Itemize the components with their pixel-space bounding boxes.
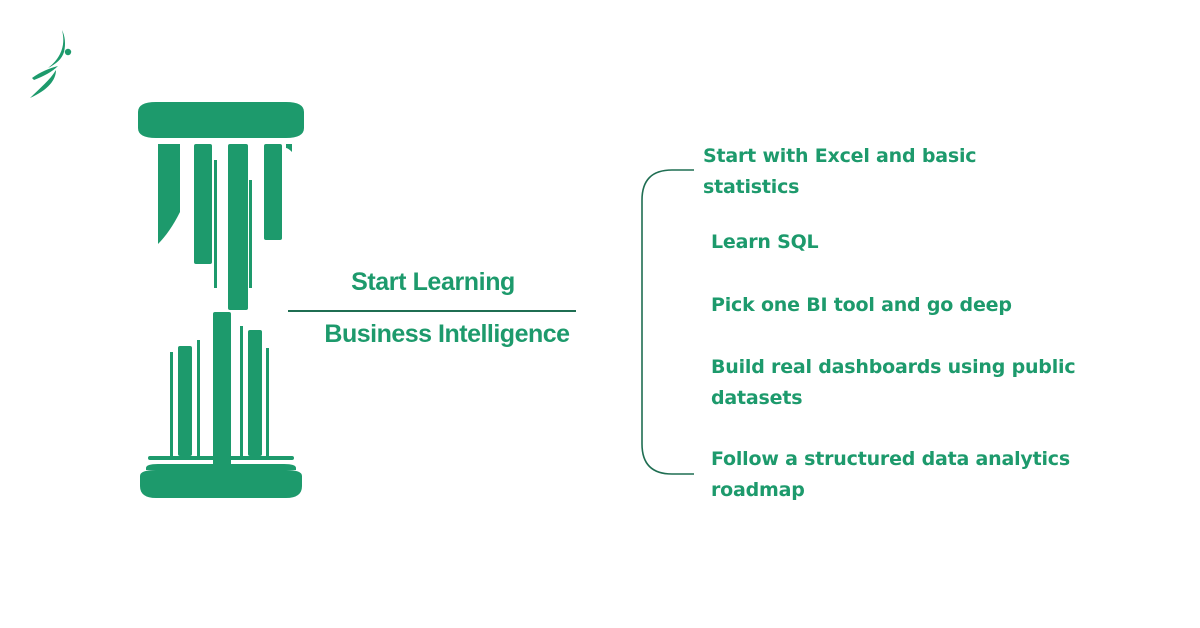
business-intelligence-title: Business Intelligence <box>324 320 570 348</box>
step-follow-roadmap: Follow a structured data analytics roadm… <box>711 448 1070 501</box>
title-divider <box>288 310 576 312</box>
steps-bracket <box>641 169 694 475</box>
step-build-dashboards: Build real dashboards using public datas… <box>711 356 1076 409</box>
step-pick-bi-tool: Pick one BI tool and go deep <box>711 294 1012 316</box>
step-learn-sql: Learn SQL <box>711 231 819 253</box>
start-learning-title: Start Learning <box>351 268 515 296</box>
leaping-figure-logo-icon <box>30 30 72 98</box>
greek-pillar-icon <box>138 102 304 498</box>
step-excel-statistics: Start with Excel and basic statistics <box>703 145 977 198</box>
